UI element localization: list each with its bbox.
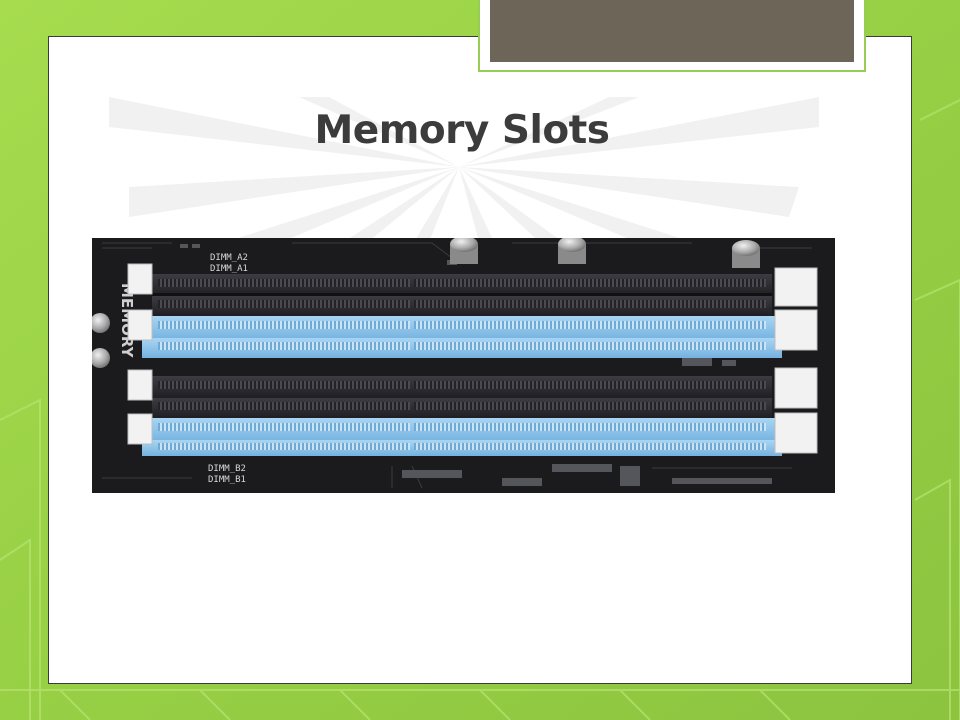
header-tab-fill — [490, 0, 854, 62]
capacitors — [92, 238, 760, 368]
silkscreen-b1: DIMM_B1 — [208, 475, 246, 485]
slide-title: Memory Slots — [314, 108, 610, 153]
memory-slots-photo: DIMM_A2 DIMM_A1 DIMM_B2 DIMM_B1 MEMORY — [92, 238, 835, 493]
silkscreen-b2: DIMM_B2 — [208, 464, 246, 474]
slot-latches-right — [774, 267, 818, 454]
dimm-slot-a2 — [152, 274, 772, 296]
dimm-slot-blue-1 — [142, 316, 782, 340]
silkscreen-a1: DIMM_A1 — [210, 264, 248, 274]
dimm-slot-blue-2 — [142, 338, 782, 358]
slot-latches-left — [127, 263, 153, 445]
dimm-slot-a1 — [152, 296, 772, 316]
dimm-slot-b1 — [142, 418, 782, 442]
dimm-slot-blue-4 — [142, 440, 782, 456]
silkscreen-a2: DIMM_A2 — [210, 253, 248, 263]
header-tab — [478, 0, 866, 72]
dimm-slot-black-4 — [152, 398, 772, 418]
dimm-slot-b2 — [152, 376, 772, 398]
